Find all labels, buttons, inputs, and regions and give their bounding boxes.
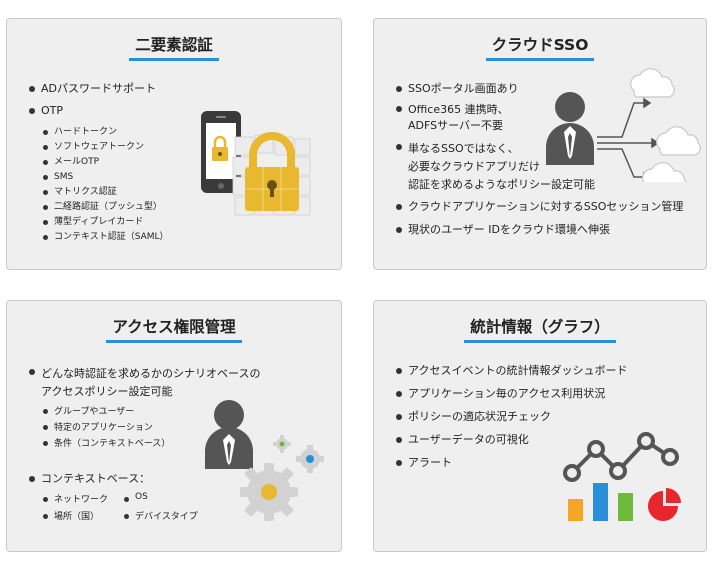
context-list: コンテキストベース： bbox=[29, 472, 150, 486]
panel-cloud-sso: クラウドSSO SSOポータル画面あり Office365 連携時、ADFSサー… bbox=[373, 18, 707, 270]
list-item: クラウドアプリケーションに対するSSOセッション管理 bbox=[396, 200, 683, 214]
list-item: ユーザーデータの可視化 bbox=[396, 433, 627, 447]
panel-title: 二要素認証 bbox=[7, 33, 341, 61]
otp-sub-list: ハードトークン ソフトウェアトークン メールOTP SMS マトリクス認証 二経… bbox=[43, 125, 169, 245]
list-item: 単なるSSOではなく、必要なクラウドアプリだけ認証を求めるようなポリシー設定可能 bbox=[396, 140, 683, 194]
list-item: SMS bbox=[43, 170, 169, 185]
bullet-dot bbox=[43, 497, 48, 502]
list-item: アプリケーション毎のアクセス利用状況 bbox=[396, 387, 627, 401]
list-item: ADパスワードサポート bbox=[29, 82, 156, 96]
list-item: 現状のユーザー IDをクラウド環境へ伸張 bbox=[396, 223, 683, 237]
list-item: SSOポータル画面あり bbox=[396, 82, 683, 96]
list-item: OTP bbox=[29, 104, 156, 118]
panel-statistics: 統計情報（グラフ） アクセスイベントの統計情報ダッシュボード アプリケーション毎… bbox=[373, 300, 707, 552]
bullet-dot bbox=[124, 514, 129, 519]
panel-access-control: アクセス権限管理 どんな時認証を求めるかのシナリオベースのアクセスポリシー設定可… bbox=[6, 300, 342, 552]
list-item: ソフトウェアトークン bbox=[43, 140, 169, 155]
list-item: Office365 連携時、ADFSサーバー不要 bbox=[396, 102, 683, 134]
context-item: OS bbox=[135, 492, 148, 502]
list-item: 条件（コンテキストベース） bbox=[43, 436, 170, 452]
context-item: ネットワーク bbox=[54, 495, 109, 505]
list-item: 二経路認証（プッシュ型） bbox=[43, 200, 169, 215]
list-item: 特定のアプリケーション bbox=[43, 420, 170, 436]
list-item: コンテキストベース： bbox=[29, 472, 150, 486]
panel-title: クラウドSSO bbox=[374, 33, 706, 61]
main-list: どんな時認証を求めるかのシナリオベースのアクセスポリシー設定可能 bbox=[29, 365, 260, 401]
panel-title: 統計情報（グラフ） bbox=[374, 315, 706, 343]
main-list: アクセスイベントの統計情報ダッシュボード アプリケーション毎のアクセス利用状況 … bbox=[396, 364, 627, 470]
context-item: 場所（国） bbox=[54, 512, 100, 522]
main-list: ADパスワードサポート OTP bbox=[29, 82, 156, 118]
list-item: アクセスイベントの統計情報ダッシュボード bbox=[396, 364, 627, 378]
list-item: コンテキスト認証（SAML） bbox=[43, 230, 169, 245]
phone-lock-icon bbox=[201, 111, 311, 216]
chart-graph-icon bbox=[563, 432, 681, 521]
list-item: メールOTP bbox=[43, 155, 169, 170]
access-sub-list: グループやユーザー 特定のアプリケーション 条件（コンテキストベース） bbox=[43, 404, 170, 452]
main-list: SSOポータル画面あり Office365 連携時、ADFSサーバー不要 単なる… bbox=[396, 82, 683, 237]
bullet-dot bbox=[43, 514, 48, 519]
list-item: どんな時認証を求めるかのシナリオベースのアクセスポリシー設定可能 bbox=[29, 365, 260, 401]
list-item: 薄型ディプレイカード bbox=[43, 215, 169, 230]
list-item: ハードトークン bbox=[43, 125, 169, 140]
person-gears-icon bbox=[205, 400, 324, 521]
list-item: マトリクス認証 bbox=[43, 185, 169, 200]
list-item: ポリシーの適応状況チェック bbox=[396, 410, 627, 424]
panel-two-factor-auth: 二要素認証 ADパスワードサポート OTP ハードトークン ソフトウェアトークン… bbox=[6, 18, 342, 270]
context-item: デバイスタイプ bbox=[135, 512, 198, 522]
list-item: グループやユーザー bbox=[43, 404, 170, 420]
list-item: アラート bbox=[396, 456, 627, 470]
person-cloud-icon bbox=[546, 68, 701, 182]
bullet-dot bbox=[124, 497, 129, 502]
panel-title: アクセス権限管理 bbox=[7, 315, 341, 343]
